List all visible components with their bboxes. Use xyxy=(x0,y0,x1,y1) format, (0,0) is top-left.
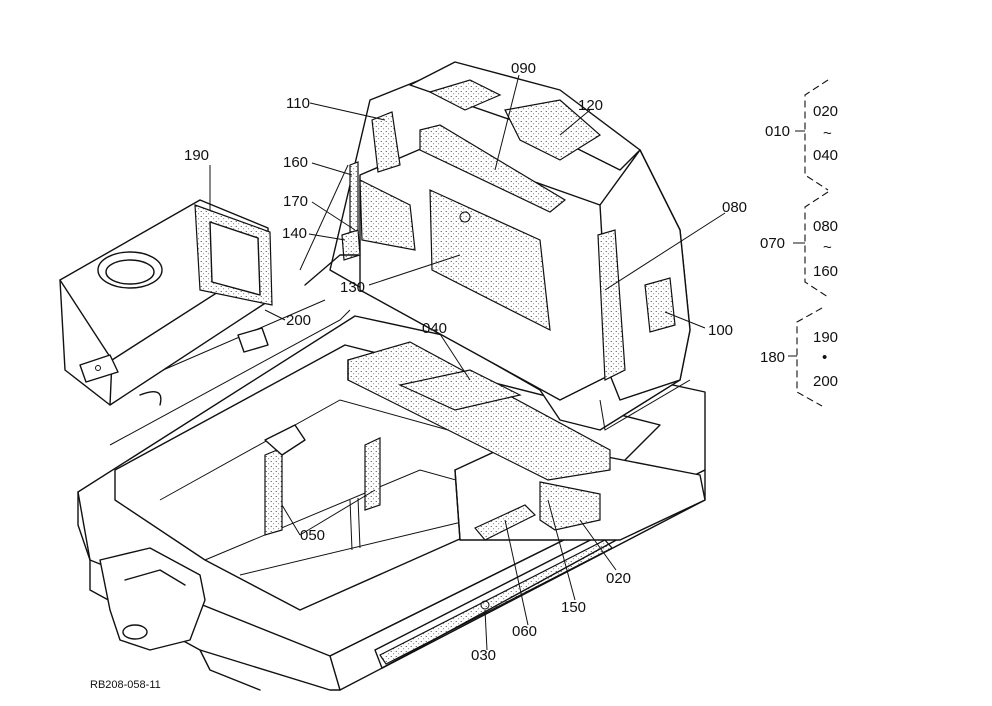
callout-080: 080 xyxy=(722,199,747,216)
blocks-050 xyxy=(264,424,381,551)
group-070-from: 080 xyxy=(813,218,838,235)
callout-050: 050 xyxy=(300,527,325,544)
group-010-from: 020 xyxy=(813,103,838,120)
callout-020: 020 xyxy=(606,570,631,587)
callout-130: 130 xyxy=(340,279,365,296)
group-070-sep: ~ xyxy=(823,239,832,256)
diagram-code: RB208-058-11 xyxy=(90,679,161,691)
group-070-parent: 070 xyxy=(760,235,785,252)
group-010-sep: ~ xyxy=(823,125,832,142)
leader-lines xyxy=(209,74,726,651)
group-180-sep: • xyxy=(822,349,827,366)
group-legend: 010 020 ~ 040 070 080 ~ 160 180 190 • 20… xyxy=(760,79,838,407)
group-070-to: 160 xyxy=(813,263,838,280)
group-010-parent: 010 xyxy=(765,123,790,140)
callout-110: 110 xyxy=(286,95,310,112)
group-180-parent: 180 xyxy=(760,349,785,366)
callout-labels: 090 120 110 190 160 170 140 130 080 200 … xyxy=(184,60,747,664)
shell-pads xyxy=(299,79,676,381)
mat-040 xyxy=(347,341,611,481)
callout-100: 100 xyxy=(708,322,733,339)
callout-190: 190 xyxy=(184,147,209,164)
left-box xyxy=(59,199,273,406)
callout-200: 200 xyxy=(286,312,311,329)
group-010-to: 040 xyxy=(813,147,838,164)
callout-060: 060 xyxy=(512,623,537,640)
callout-120: 120 xyxy=(578,97,603,114)
group-180-from: 190 xyxy=(813,329,838,346)
callout-040: 040 xyxy=(422,320,447,337)
group-180-to: 200 xyxy=(813,373,838,390)
callout-170: 170 xyxy=(283,193,308,210)
callout-150: 150 xyxy=(561,599,586,616)
callout-030: 030 xyxy=(471,647,496,664)
callout-090: 090 xyxy=(511,60,536,77)
callout-160: 160 xyxy=(283,154,308,171)
callout-140: 140 xyxy=(282,225,307,242)
